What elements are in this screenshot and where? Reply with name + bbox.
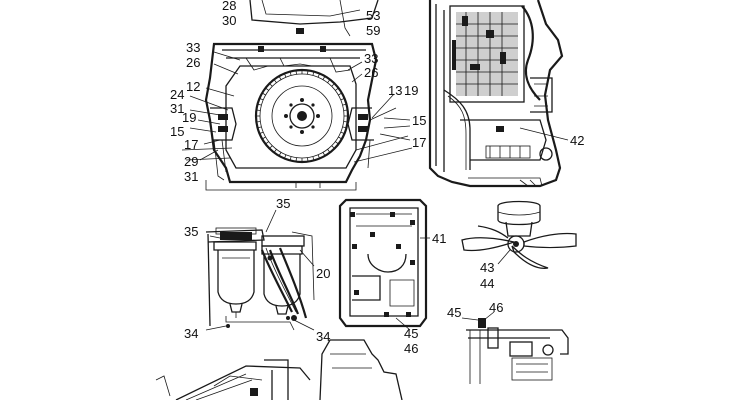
ring-gear-tooth <box>327 79 331 83</box>
ring-gear-tooth <box>289 71 292 76</box>
callout-41: 41 <box>432 231 446 246</box>
callout-13: 13 <box>388 83 402 98</box>
flywheel-ring-gear <box>256 70 348 162</box>
ring-gear-tooth <box>340 131 345 134</box>
ring-gear-tooth <box>257 103 262 106</box>
flywheel-housing-assembly <box>181 42 413 191</box>
callout-26-left: 26 <box>186 55 200 70</box>
callout-33-left: 33 <box>186 40 200 55</box>
callout-34-left: 34 <box>184 326 198 341</box>
engine-block-side-view <box>428 0 569 188</box>
ring-gear-tooth <box>338 92 343 96</box>
callout-24: 24 <box>170 87 184 102</box>
ring-gear-tooth <box>278 152 282 157</box>
bottom-fragment <box>155 339 403 400</box>
callout-17-right: 17 <box>412 135 426 150</box>
ring-gear-tooth <box>317 154 320 159</box>
callout-15-left: 15 <box>170 124 184 139</box>
callout-34-right: 34 <box>316 329 330 344</box>
ring-gear-tooth <box>257 126 262 129</box>
fuel-filter-assembly <box>205 227 315 331</box>
ring-gear-tooth <box>273 149 277 153</box>
cooling-fan <box>461 200 577 269</box>
ring-gear-tooth <box>331 145 335 149</box>
callout-20: 20 <box>316 266 330 281</box>
ring-gear-tooth <box>307 70 309 75</box>
ring-gear-tooth <box>256 109 261 111</box>
ring-gear-tooth <box>342 126 347 129</box>
ring-gear-tooth <box>342 103 347 106</box>
ring-gear-tooth <box>269 145 273 149</box>
ring-gear-tooth <box>295 70 297 75</box>
callout-29: 29 <box>184 154 198 169</box>
mounting-bracket <box>461 311 569 384</box>
ring-gear-tooth <box>284 73 287 78</box>
ring-gear-tooth <box>256 121 261 123</box>
ring-gear-tooth <box>338 136 343 140</box>
ring-gear-tooth <box>312 71 315 76</box>
callout-45-plate: 45 <box>404 326 418 341</box>
ring-gear-tooth <box>317 73 320 78</box>
ring-gear-tooth <box>265 141 269 145</box>
callout-17-left: 17 <box>184 137 198 152</box>
callout-12: 12 <box>186 79 200 94</box>
ring-gear-tooth <box>261 92 266 96</box>
ring-gear-tooth <box>289 156 292 161</box>
ring-gear-tooth <box>335 141 339 145</box>
callout-45-bracket: 45 <box>447 305 461 320</box>
callout-31-upper: 31 <box>170 101 184 116</box>
callout-53: 53 <box>366 8 380 23</box>
callout-33-right: 33 <box>364 51 378 66</box>
ring-gear-tooth <box>307 157 309 162</box>
callout-35-left: 35 <box>184 224 198 239</box>
ring-gear-tooth <box>343 109 348 111</box>
ring-gear-tooth <box>322 152 326 157</box>
ring-gear-tooth <box>261 136 266 140</box>
callout-19-left: 19 <box>182 110 196 125</box>
ring-gear-tooth <box>259 131 264 134</box>
callout-44: 44 <box>480 276 494 291</box>
ring-gear-tooth <box>284 154 287 159</box>
ring-gear-tooth <box>269 83 273 87</box>
leader-lines <box>189 51 411 331</box>
callout-35-top: 35 <box>276 196 290 211</box>
callout-46-bracket: 46 <box>489 300 503 315</box>
callout-59: 59 <box>366 23 380 38</box>
callout-26-right: 26 <box>364 65 378 80</box>
ring-gear-tooth <box>340 98 345 101</box>
ring-gear-tooth <box>295 157 297 162</box>
callout-46-plate: 46 <box>404 341 418 356</box>
ring-gear-tooth <box>327 149 331 153</box>
callout-30: 30 <box>222 13 236 28</box>
ring-gear-tooth <box>278 75 282 80</box>
callout-28: 28 <box>222 0 236 13</box>
ring-gear-tooth <box>265 87 269 91</box>
ring-gear-tooth <box>343 121 348 123</box>
ring-gear-tooth <box>312 156 315 161</box>
callout-15-right: 15 <box>412 113 426 128</box>
callout-labels: 28 30 53 59 33 26 12 24 31 19 15 17 29 3… <box>170 0 584 356</box>
ring-gear-tooth <box>322 75 326 80</box>
ring-gear-tooth <box>259 98 264 101</box>
callout-19-right: 19 <box>404 83 418 98</box>
ring-gear-tooth <box>335 87 339 91</box>
callout-31-lower: 31 <box>184 169 198 184</box>
cover-plate-assembly <box>338 198 430 331</box>
ring-gear-tooth <box>331 83 335 87</box>
top-fragment <box>249 0 379 37</box>
callout-42: 42 <box>570 133 584 148</box>
ring-gear-tooth <box>273 79 277 83</box>
callout-43: 43 <box>480 260 494 275</box>
